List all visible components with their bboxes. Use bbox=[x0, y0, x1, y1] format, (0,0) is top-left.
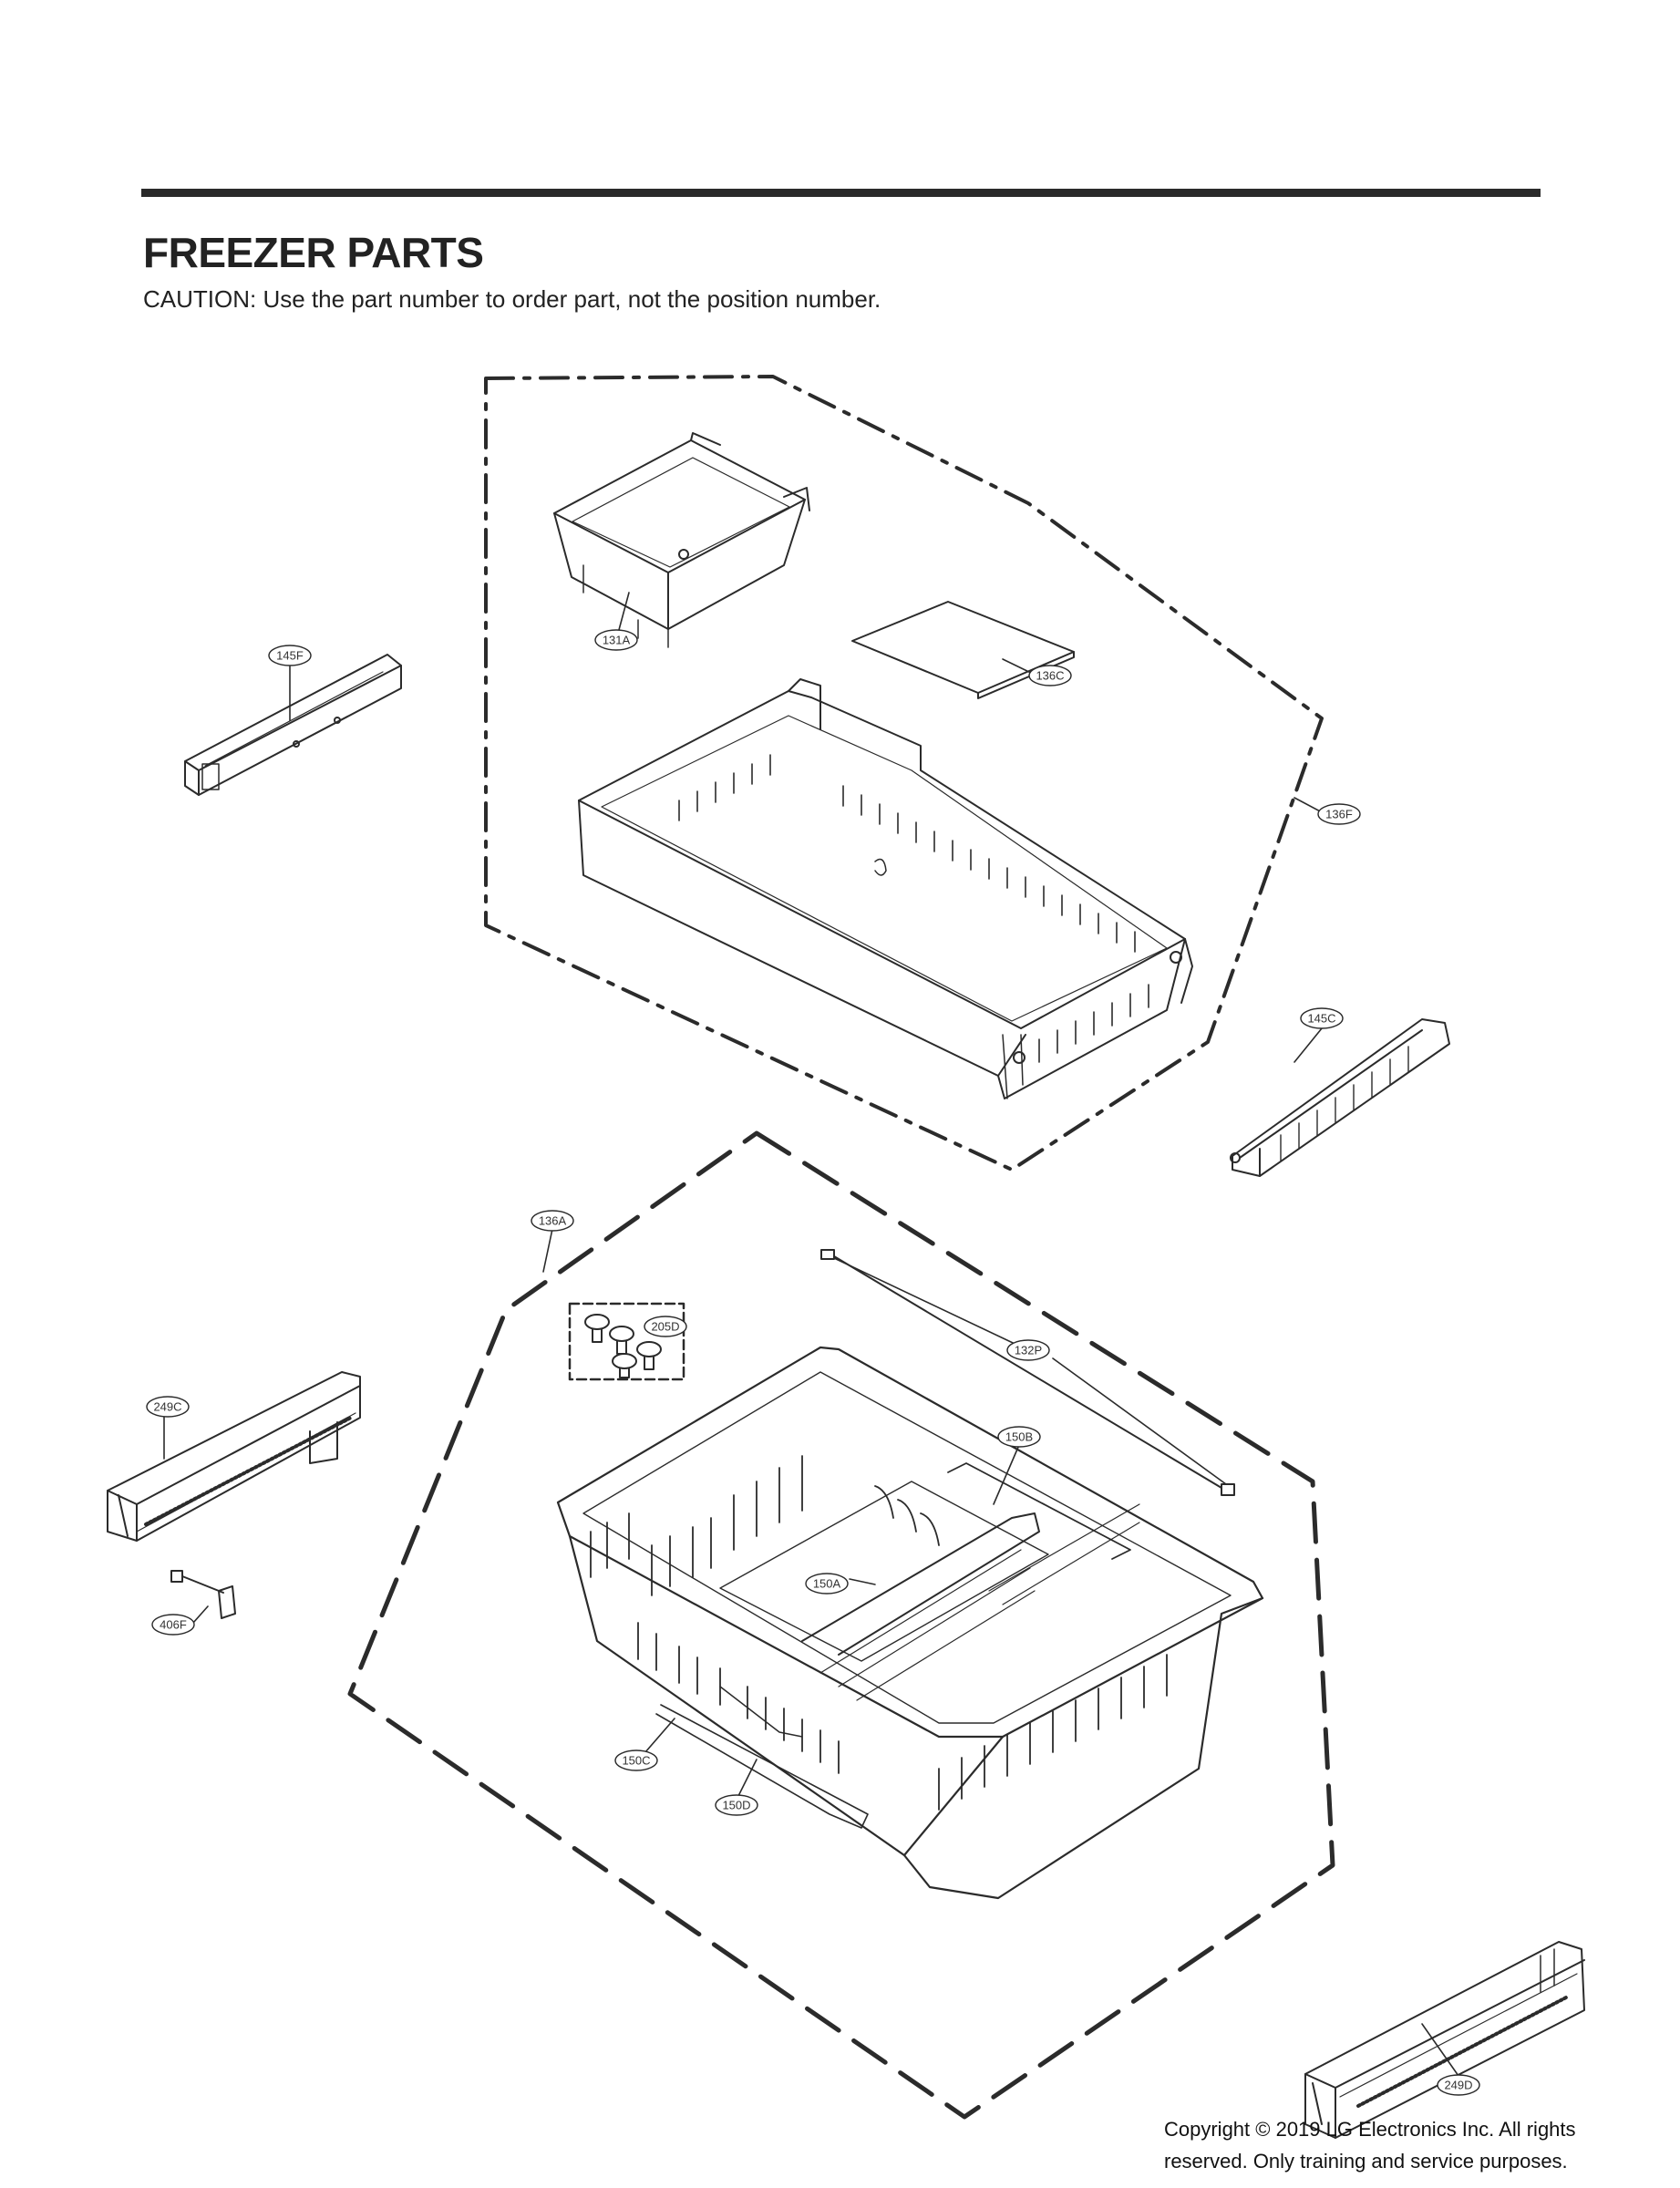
callout-131A: 131A bbox=[603, 634, 631, 647]
left-rail-145F-drawing bbox=[184, 654, 402, 796]
callout-205D: 205D bbox=[651, 1320, 679, 1334]
callout-150D: 150D bbox=[722, 1799, 750, 1812]
copyright-notice: Copyright © 2019 LG Electronics Inc. All… bbox=[1164, 2113, 1576, 2177]
right-rail-145C-drawing bbox=[1230, 1018, 1450, 1177]
clips-205D-drawing bbox=[568, 1302, 685, 1381]
callout-136C: 136C bbox=[1036, 669, 1064, 683]
leader-lines bbox=[163, 592, 1459, 2077]
callout-145C: 145C bbox=[1307, 1012, 1335, 1026]
copyright-line-1: Copyright © 2019 LG Electronics Inc. All… bbox=[1164, 2118, 1576, 2141]
callout-132P: 132P bbox=[1015, 1344, 1042, 1357]
right-slide-rail-249D-drawing bbox=[1304, 1941, 1585, 2139]
callout-150C: 150C bbox=[622, 1754, 650, 1768]
caution-note: CAUTION: Use the part number to order pa… bbox=[143, 285, 881, 313]
large-drawer-basket-drawing bbox=[578, 678, 1193, 1099]
header-rule bbox=[141, 189, 1541, 197]
callout-145F: 145F bbox=[276, 649, 304, 663]
copyright-line-2: reserved. Only training and service purp… bbox=[1164, 2150, 1568, 2173]
callout-136A: 136A bbox=[539, 1214, 567, 1228]
lower-assembly-boundary bbox=[347, 1130, 1335, 2120]
page-title: FREEZER PARTS bbox=[143, 229, 484, 276]
sensor-406F-drawing bbox=[170, 1570, 236, 1619]
upper-assembly-boundary bbox=[484, 375, 1324, 1171]
small-ice-bin-drawing bbox=[553, 432, 810, 648]
callout-150A: 150A bbox=[813, 1577, 841, 1591]
lower-basket-drawing bbox=[556, 1346, 1264, 1900]
cover-plate-drawing bbox=[851, 601, 1075, 699]
callout-249D: 249D bbox=[1444, 2079, 1472, 2092]
callout-150B: 150B bbox=[1005, 1430, 1033, 1444]
wire-132P-drawing bbox=[820, 1249, 1235, 1496]
callout-406F: 406F bbox=[160, 1618, 187, 1632]
callout-249C: 249C bbox=[153, 1400, 181, 1414]
callout-bubbles bbox=[146, 629, 1480, 2096]
callout-136F: 136F bbox=[1325, 808, 1353, 821]
left-slide-rail-249C-drawing bbox=[107, 1371, 361, 1542]
